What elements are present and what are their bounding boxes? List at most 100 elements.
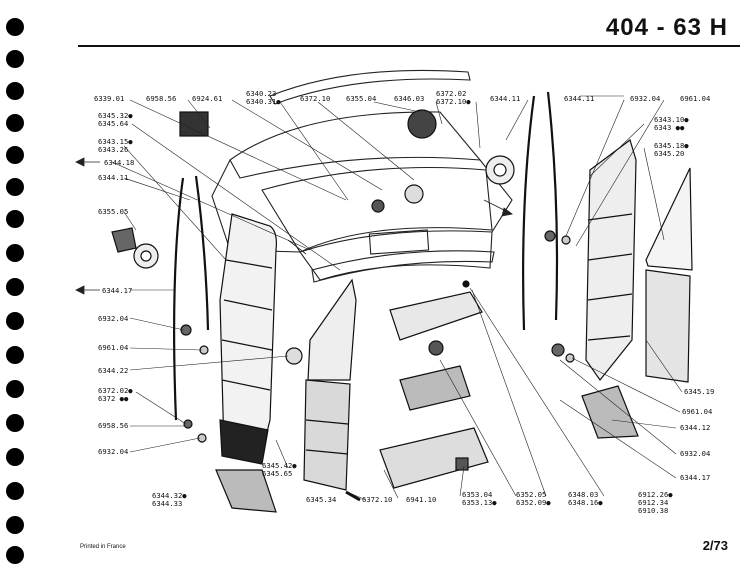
part-ref: 6345.65 [262, 469, 293, 478]
part-ref: 6372.10● [436, 97, 471, 106]
part-ref: 6343.15● [98, 137, 133, 146]
binder-hole [6, 114, 24, 132]
binder-hole [6, 278, 24, 296]
part-ref: 6345.42● [262, 461, 297, 470]
binder-hole [6, 546, 24, 564]
part-ref: 6344.32● [152, 491, 187, 500]
part-ref: 6352.05 [516, 490, 547, 499]
plate-light-base [399, 365, 471, 411]
part-ref: 6344.17 [102, 286, 133, 295]
washer-part-right [561, 235, 571, 245]
part-ref: 6912.34 [638, 498, 669, 507]
center-left-lower-lens [303, 379, 351, 491]
binder-hole [6, 346, 24, 364]
part-ref: 6340.23 [246, 89, 277, 98]
printed-note: Printed in France [80, 544, 126, 550]
part-ref: 6372.10 [300, 94, 331, 103]
part-ref: 6345.64 [98, 119, 129, 128]
part-ref: 6372.10 [362, 495, 393, 504]
part-ref: 6345.34 [306, 495, 337, 504]
left-bottom-gasket [215, 469, 277, 513]
binder-hole [6, 82, 24, 100]
binder-hole [6, 380, 24, 398]
part-ref: 6372.02 [436, 89, 467, 98]
switch-part [179, 111, 209, 137]
plate-light-bulb [428, 340, 444, 356]
socket-part [407, 109, 437, 139]
page-title: 404 - 63 H [605, 14, 728, 41]
binder-hole [6, 50, 24, 68]
car-trunk-lid [261, 166, 493, 253]
binder-hole [6, 244, 24, 262]
binder-hole [6, 312, 24, 330]
binder-hole [6, 210, 24, 228]
washer-part-right-2 [565, 353, 575, 363]
part-ref: 6961.04 [98, 343, 129, 352]
screw-bottom [345, 490, 361, 502]
center-left-lens [307, 278, 357, 381]
part-ref: 6941.10 [406, 495, 437, 504]
plate-area [368, 229, 430, 255]
binder-hole [6, 516, 24, 534]
right-bottom-gasket [581, 385, 639, 439]
screw-part [371, 199, 385, 213]
part-ref: 6352.09● [516, 498, 551, 507]
left-lower-lens [219, 419, 269, 465]
page-number: 2/73 [702, 538, 728, 553]
nut-part-right [544, 230, 556, 242]
part-ref: 6348.03 [568, 490, 599, 499]
part-ref: 6932.04 [630, 94, 661, 103]
car-bumper [311, 250, 495, 283]
part-ref: 6344.33 [152, 499, 183, 508]
binder-hole [6, 146, 24, 164]
binder-hole [6, 18, 24, 36]
plate-light-lens [389, 291, 483, 341]
part-ref: 6372.02● [98, 386, 133, 395]
part-ref: 6958.56 [98, 421, 129, 430]
part-ref: 6910.38 [638, 506, 669, 515]
nut-part-right-2 [551, 343, 565, 357]
plate-light-gasket [379, 427, 489, 489]
part-ref: 6348.16● [568, 498, 603, 507]
nut-part-2 [183, 419, 193, 429]
right-seal-strip [522, 95, 536, 331]
part-ref: 6345.20 [654, 149, 685, 158]
part-ref: 6344.22 [98, 366, 129, 375]
header-divider [78, 45, 740, 47]
binder-hole [6, 448, 24, 466]
part-ref: 6340.31● [246, 97, 281, 106]
car-rear-body [299, 230, 493, 281]
part-ref: 6932.04 [98, 314, 129, 323]
part-ref: 6344.11 [564, 94, 595, 103]
part-ref: 6343.26 [98, 145, 129, 154]
part-ref: 6912.26● [638, 490, 673, 499]
binder-hole [6, 482, 24, 500]
part-ref: 6344.12 [680, 423, 711, 432]
bulb-part-left [285, 347, 303, 365]
part-ref: 6343 ●● [654, 123, 685, 132]
left-seal-strip [173, 177, 185, 421]
part-ref: 6924.61 [192, 94, 223, 103]
binder-hole [6, 178, 24, 196]
binder-hole [6, 414, 24, 432]
part-ref: 6345.19 [684, 387, 715, 396]
right-taillight-lens [585, 139, 637, 382]
part-ref: 6339.01 [94, 94, 125, 103]
part-ref: 6353.04 [462, 490, 493, 499]
plate-light-clip [455, 457, 469, 471]
bulb-part [404, 184, 424, 204]
nut-part [180, 324, 192, 336]
part-ref: 6355.04 [346, 94, 377, 103]
part-ref: 6932.04 [680, 449, 711, 458]
right-seal-strip-inner [546, 91, 559, 321]
part-ref: 6355.05 [98, 207, 129, 216]
part-ref: 6346.03 [394, 94, 425, 103]
right-lower-lens [645, 269, 691, 383]
car-rear-window [229, 111, 482, 179]
part-ref: 6345.32● [98, 111, 133, 120]
part-ref: 6344.18 [104, 158, 135, 167]
part-ref: 6961.04 [680, 94, 711, 103]
part-ref: 6344.17 [680, 473, 711, 482]
part-ref: 6343.10● [654, 115, 689, 124]
